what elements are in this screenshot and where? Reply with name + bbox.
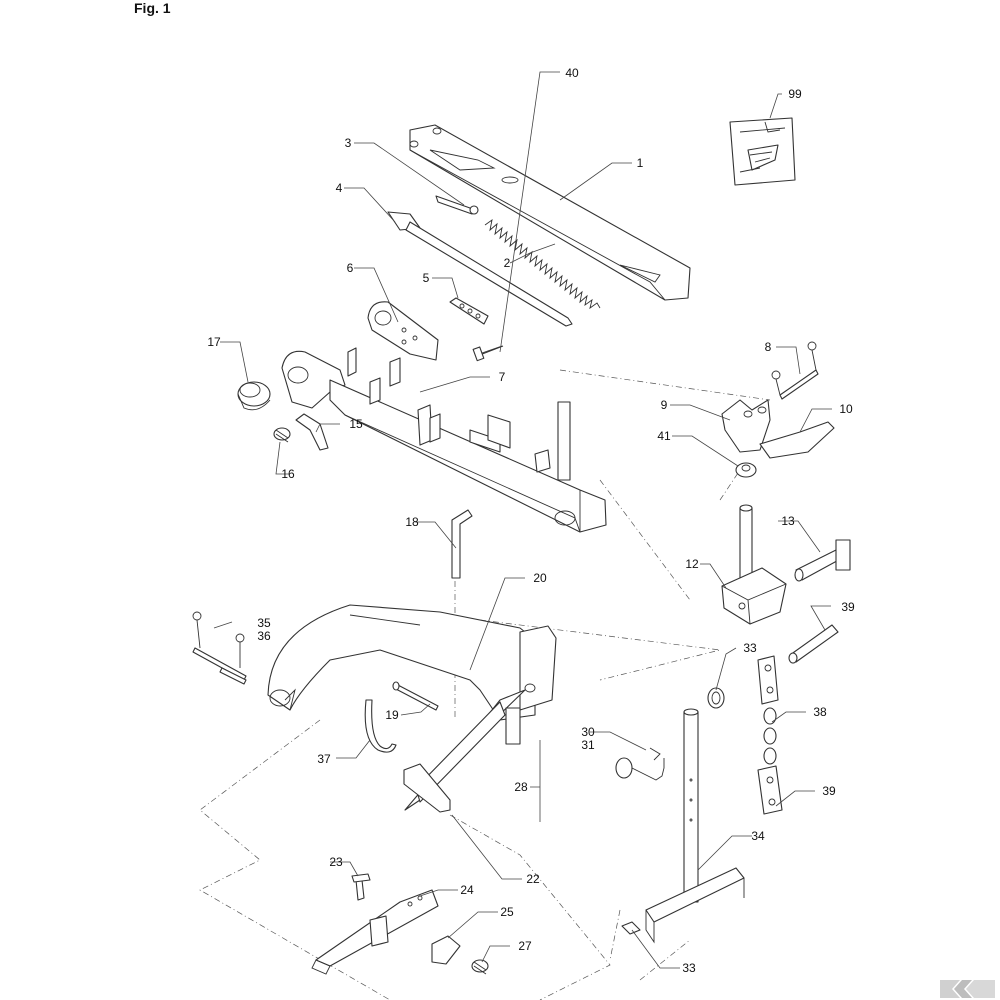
part-5-plate: [449, 297, 489, 325]
callout-39: 39: [822, 784, 836, 798]
part-4-tie-rod: [387, 211, 573, 327]
callout-15: 15: [349, 417, 363, 431]
part-15-bracket: [295, 413, 329, 451]
callout-21: 22: [526, 872, 540, 886]
callout-99: 99: [788, 87, 802, 101]
callout-27: 28: [514, 780, 528, 794]
callout-13: 13: [781, 514, 795, 528]
callout-28: 30: [581, 725, 595, 739]
callout-33: 33: [682, 961, 696, 975]
callout-7: 7: [499, 370, 506, 384]
part-24-plate: [431, 935, 461, 965]
part-2-spring: [484, 218, 601, 310]
part-8-pins: [771, 341, 819, 400]
callout-25: 27: [518, 939, 532, 953]
callout-4: 4: [336, 181, 343, 195]
part-33-block: [621, 921, 641, 935]
callout-5: 5: [423, 271, 430, 285]
part-16-nut: [273, 427, 291, 443]
part-7-main-frame: [281, 347, 607, 533]
part-17-bushing: [237, 381, 271, 411]
callout-2: 2: [504, 256, 511, 270]
part-36-hook: [364, 699, 397, 753]
callout-31: 33: [743, 641, 757, 655]
callout-38: 39: [841, 600, 855, 614]
callout-10: 10: [839, 402, 853, 416]
part-12-jack-base: [721, 504, 787, 625]
part-10-latch: [759, 421, 835, 459]
part-41-washer: [735, 462, 757, 478]
part-22-bolt: [351, 873, 371, 901]
part-13-pin: [794, 539, 851, 582]
part-1-arm: [409, 124, 691, 301]
part-38-pin: [788, 624, 839, 664]
part-9-clevis-bracket: [721, 399, 771, 453]
callout-34: 35: [257, 616, 271, 630]
callout-19: 19: [385, 708, 399, 722]
part-23-drawbar: [311, 889, 439, 975]
part-34-35-pins: [192, 611, 247, 685]
part-18-l-pin: [451, 509, 473, 579]
assembly-guide-lines: [199, 369, 771, 1000]
callout-18: 18: [405, 515, 419, 529]
part-37-39-chain: [757, 655, 783, 815]
part-25-nut: [471, 959, 489, 975]
callout-30: 31: [581, 738, 595, 752]
callout-8: 8: [765, 340, 772, 354]
part-3-rod: [435, 195, 479, 215]
callout-16: 16: [281, 467, 295, 481]
callout-40: 40: [565, 66, 579, 80]
brand-logo-icon: [940, 980, 995, 998]
callout-36: 37: [317, 752, 331, 766]
callout-24: 25: [500, 905, 514, 919]
callout-22: 23: [329, 855, 343, 869]
part-40-bolt: [472, 345, 504, 362]
callout-6: 6: [347, 261, 354, 275]
callout-1: 1: [637, 156, 644, 170]
callout-17: 17: [207, 335, 221, 349]
figure-title: Fig. 1: [134, 0, 171, 16]
callout-20: 20: [533, 571, 547, 585]
part-99-parts-bag: [729, 117, 796, 186]
callout-3: 3: [345, 136, 352, 150]
callout-labels: 40 99 3 1 4 2 5 6 17 7 8 9 10 41 15 16 1…: [207, 66, 855, 975]
callout-35: 36: [257, 629, 271, 643]
leader-lines: [213, 71, 832, 969]
part-28-30-clip-chain: [615, 747, 665, 781]
part-31-ring: [707, 687, 725, 709]
callout-23: 24: [460, 883, 474, 897]
part-19-pin: [392, 681, 439, 711]
callout-12: 12: [685, 557, 699, 571]
part-20-a-frame: [267, 604, 557, 813]
callout-37: 38: [813, 705, 827, 719]
callout-32: 34: [751, 829, 765, 843]
callout-41: 41: [657, 429, 671, 443]
part-6-ring-plate: [367, 301, 439, 361]
part-32-jack-stand: [645, 708, 745, 944]
callout-9: 9: [661, 398, 668, 412]
